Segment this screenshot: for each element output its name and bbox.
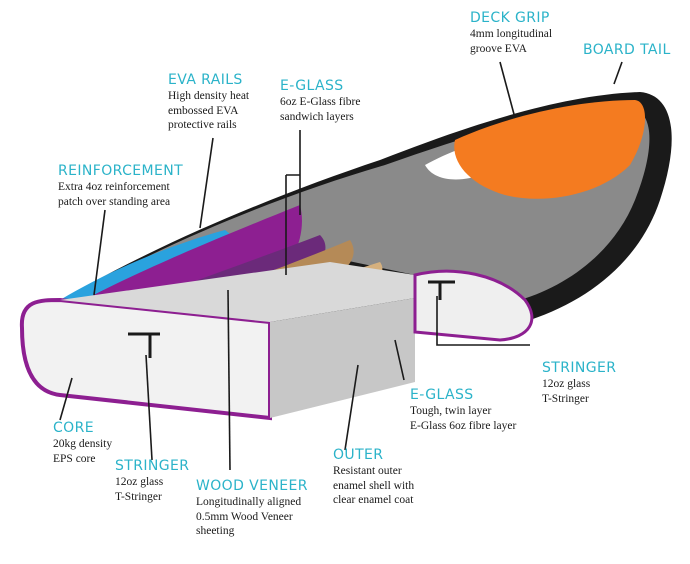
stringer-left bbox=[128, 332, 160, 358]
stringer-right bbox=[428, 280, 455, 300]
board-tail-title: BOARD TAIL bbox=[583, 42, 671, 58]
e-glass-top-line-2: sandwich layers bbox=[280, 110, 354, 123]
outer-title: OUTER bbox=[333, 447, 384, 463]
e-glass-top-title: E-GLASS bbox=[280, 78, 344, 94]
leader-outer bbox=[344, 364, 359, 451]
wood-veneer-line-3: sheeting bbox=[196, 525, 235, 537]
core-line-1: 20kg density bbox=[53, 438, 113, 450]
label-eva-rails: EVA RAILS High density heat embossed EVA… bbox=[168, 72, 249, 133]
leader-e-glass-bottom bbox=[394, 339, 405, 381]
eva-rails-title: EVA RAILS bbox=[168, 72, 243, 88]
outer-line-2: enamel shell with bbox=[333, 479, 415, 492]
leader-e-glass-top bbox=[285, 130, 301, 275]
core-block bbox=[19, 262, 534, 421]
core-side-face bbox=[270, 298, 415, 418]
leader-reinforcement bbox=[93, 209, 106, 296]
stringer-right-title: STRINGER bbox=[542, 360, 617, 376]
outer-line-3: clear enamel coat bbox=[333, 494, 414, 506]
eva-rails-line-2: embossed EVA bbox=[168, 104, 239, 117]
wood-veneer-title: WOOD VENEER bbox=[196, 478, 308, 494]
eva-rail-layer bbox=[75, 205, 302, 312]
reinforcement-line-2: patch over standing area bbox=[58, 195, 171, 208]
e-glass-top-line-1: 6oz E-Glass fibre bbox=[280, 96, 361, 108]
leader-stringer-right bbox=[436, 296, 530, 346]
deck-grip-title: DECK GRIP bbox=[470, 10, 550, 26]
core-title: CORE bbox=[53, 420, 94, 436]
label-deck-grip: DECK GRIP 4mm longitudinal groove EVA bbox=[470, 10, 552, 56]
stringer-left-title: STRINGER bbox=[115, 458, 190, 474]
leader-eva-rails bbox=[199, 137, 214, 229]
stringer-left-line-2: T-Stringer bbox=[115, 490, 162, 503]
reinforcement-line-1: Extra 4oz reinforcement bbox=[58, 181, 170, 193]
e-glass-bottom-title: E-GLASS bbox=[410, 387, 474, 403]
leader-deck-grip bbox=[499, 61, 516, 119]
core-line-2: EPS core bbox=[53, 452, 96, 465]
label-e-glass-top: E-GLASS 6oz E-Glass fibre sandwich layer… bbox=[280, 78, 360, 124]
leader-lines bbox=[59, 61, 623, 471]
label-stringer-left: STRINGER 12oz glass T-Stringer bbox=[115, 458, 189, 504]
reinforcement-title: REINFORCEMENT bbox=[58, 163, 184, 179]
stringers bbox=[128, 280, 455, 358]
stringer-left-line-1: 12oz glass bbox=[115, 476, 164, 488]
label-core: CORE 20kg density EPS core bbox=[53, 420, 112, 466]
label-wood-veneer: WOOD VENEER Longitudinally aligned 0.5mm… bbox=[196, 478, 308, 539]
e-glass-bottom-line-1: Tough, twin layer bbox=[410, 405, 492, 417]
wood-veneer-line-2: 0.5mm Wood Veneer bbox=[196, 510, 293, 523]
label-outer: OUTER Resistant outer enamel shell with … bbox=[333, 447, 414, 508]
deck-grip-line-1: 4mm longitudinal bbox=[470, 28, 553, 40]
tail-core-section bbox=[413, 269, 534, 342]
reinforcement-layer bbox=[60, 230, 235, 305]
eva-rails-line-1: High density heat bbox=[168, 90, 250, 102]
label-reinforcement: REINFORCEMENT Extra 4oz reinforcement pa… bbox=[58, 163, 183, 209]
label-e-glass-bottom: E-GLASS Tough, twin layer E-Glass 6oz fi… bbox=[410, 387, 516, 433]
leader-board-tail bbox=[613, 61, 623, 85]
label-stringer-right: STRINGER 12oz glass T-Stringer bbox=[542, 360, 616, 406]
eva-rails-line-3: protective rails bbox=[168, 119, 237, 131]
label-board-tail: BOARD TAIL bbox=[583, 42, 671, 59]
stringer-right-line-1: 12oz glass bbox=[542, 378, 591, 390]
deck-grip-line-2: groove EVA bbox=[470, 42, 527, 55]
leader-stringer-left bbox=[145, 354, 153, 461]
leader-core bbox=[59, 377, 73, 421]
leader-wood-veneer bbox=[227, 289, 231, 471]
wood-veneer-line-1: Longitudinally aligned bbox=[196, 496, 302, 508]
core-top-face bbox=[60, 262, 415, 322]
e-glass-bottom-line-2: E-Glass 6oz fibre layer bbox=[410, 419, 517, 432]
outer-line-1: Resistant outer bbox=[333, 465, 402, 477]
stringer-right-line-2: T-Stringer bbox=[542, 392, 589, 405]
deck-grip-pad bbox=[454, 100, 646, 199]
